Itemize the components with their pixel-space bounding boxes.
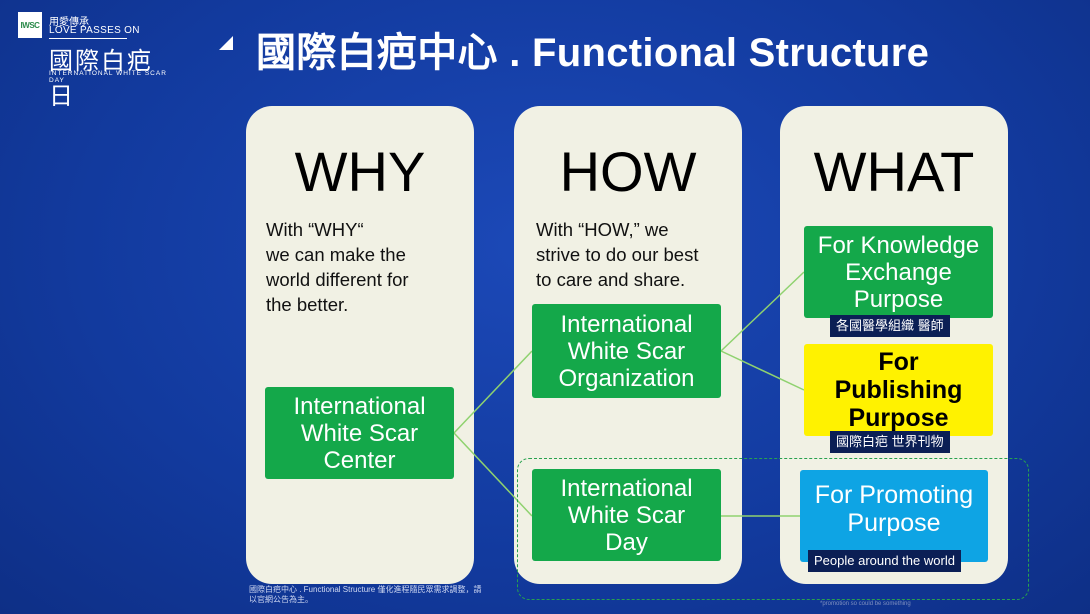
day-box-line: International: [560, 474, 693, 502]
promoting-box-line: Purpose: [847, 509, 941, 537]
organization-box-line: International: [560, 310, 693, 338]
why-desc-line: world different for: [266, 269, 409, 290]
how-heading: HOW: [559, 140, 697, 203]
day-box: International White Scar Day: [532, 469, 721, 561]
connector-center-day: [453, 432, 533, 517]
why-desc-line: we can make the: [266, 244, 406, 265]
logo-name-chinese: 國際白疤日: [49, 48, 153, 110]
logo-name-english: INTERNATIONAL WHITE SCAR DAY: [49, 70, 167, 84]
organization-box: International White Scar Organization: [532, 304, 721, 398]
organization-box-line: Organization: [558, 364, 695, 392]
knowledge-tag: 各國醫學組織 醫師: [830, 315, 950, 337]
publishing-box-line: Purpose: [848, 404, 949, 432]
logo-tagline-english: LOVE PASSES ON: [49, 25, 140, 36]
what-heading: WHAT: [813, 140, 975, 203]
why-panel: WHY With “WHY“ we can make the world dif…: [246, 106, 474, 584]
publishing-box-line: For: [878, 348, 919, 376]
day-box-line: White Scar: [567, 501, 686, 529]
knowledge-box-line: Purpose: [853, 285, 944, 313]
organization-box-line: White Scar: [567, 337, 686, 365]
knowledge-box-line: Exchange: [845, 258, 952, 286]
publishing-box-line: Publishing: [834, 376, 963, 404]
how-description: With “HOW,” we strive to do our best to …: [536, 217, 698, 292]
page-title: 國際白疤中心 . Functional Structure: [256, 31, 930, 75]
day-box-line: Day: [605, 528, 648, 556]
logo: IWSC 用愛傳承 LOVE PASSES ON 國際白疤日 INTERNATI…: [18, 12, 178, 110]
connector-center-organization: [453, 350, 533, 434]
promotion-group-outline: [517, 458, 1029, 600]
promoting-box: For Promoting Purpose: [800, 470, 988, 562]
why-heading: WHY: [294, 140, 426, 203]
why-desc-line: With “WHY“: [266, 219, 364, 240]
footnote: 國際白疤中心 . Functional Structure 僅化進程隨民眾需求調…: [249, 585, 482, 604]
logo-tagline-chinese: 用愛傳承: [49, 17, 89, 28]
center-box: International White Scar Center: [265, 387, 454, 479]
knowledge-box-line: For Knowledge: [817, 231, 980, 259]
publishing-box: For Publishing Purpose: [804, 344, 993, 436]
why-desc-line: the better.: [266, 294, 349, 315]
knowledge-box: For Knowledge Exchange Purpose: [804, 226, 993, 318]
logo-divider: [49, 38, 127, 39]
center-box-line: International: [293, 392, 426, 420]
how-desc-line: to care and share.: [536, 269, 686, 290]
connector-organization-publishing: [720, 350, 805, 391]
footnote-small: *promotion so could be something: [820, 601, 911, 607]
connector-organization-knowledge: [720, 271, 805, 352]
promoting-box-line: For Promoting: [814, 481, 974, 509]
center-box-line: White Scar: [300, 419, 419, 447]
logo-mark: IWSC: [18, 12, 42, 38]
center-box-line: Center: [323, 446, 396, 474]
title-triangle-icon: [219, 36, 233, 50]
why-description: With “WHY“ we can make the world differe…: [266, 217, 409, 317]
promoting-tag: People around the world: [808, 550, 961, 572]
how-desc-line: With “HOW,” we: [536, 219, 669, 240]
publishing-tag: 國際白疤 世界刊物: [830, 431, 950, 453]
how-desc-line: strive to do our best: [536, 244, 699, 265]
